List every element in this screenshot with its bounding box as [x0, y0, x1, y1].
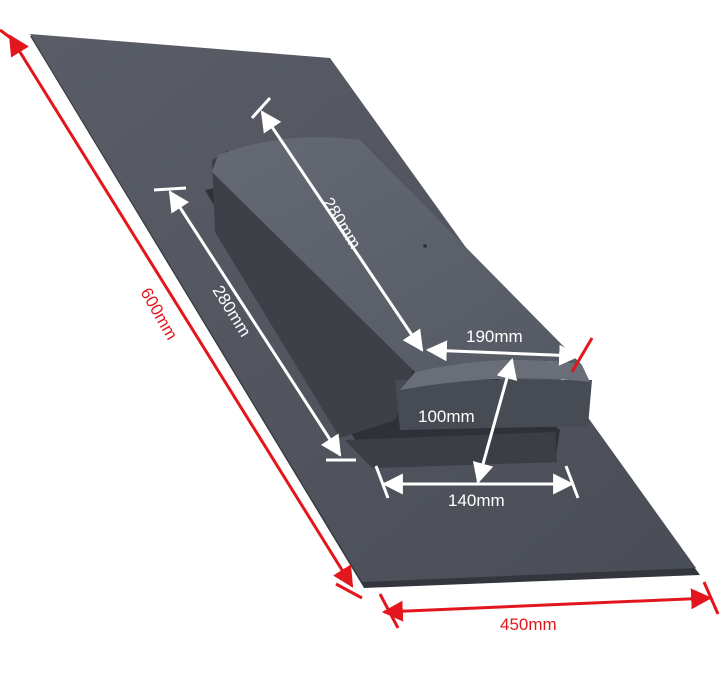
vent-height-arrow: [472, 357, 518, 485]
slate-width-tick-right: [702, 581, 720, 615]
vent-height-label: 100mm: [418, 407, 475, 426]
vent-top-width-label: 190mm: [466, 327, 523, 346]
vent-base-width-tick-right: [564, 465, 580, 499]
vent-top-pin: [423, 244, 427, 248]
vent-base-width-tick-left: [374, 465, 390, 499]
slate-width-tick-left: [378, 593, 400, 629]
vent-top-length-arrow: [260, 110, 424, 352]
vent-top-width-tick-right: [570, 337, 594, 373]
vent-side-length-arrow: [168, 190, 342, 457]
slate-length-tick-bottom: [335, 582, 363, 600]
vent-top-length-tick-top: [250, 96, 272, 120]
slate-length-label: 600mm: [137, 285, 182, 344]
slate-width-arrow: [381, 588, 713, 622]
vent-base-width-label: 140mm: [448, 491, 505, 510]
slate-length-tick-top: [0, 28, 25, 50]
slate-width-label: 450mm: [500, 615, 557, 634]
vent-top-width-arrow: [425, 340, 581, 366]
vent-side-length-tick-top: [153, 186, 187, 192]
